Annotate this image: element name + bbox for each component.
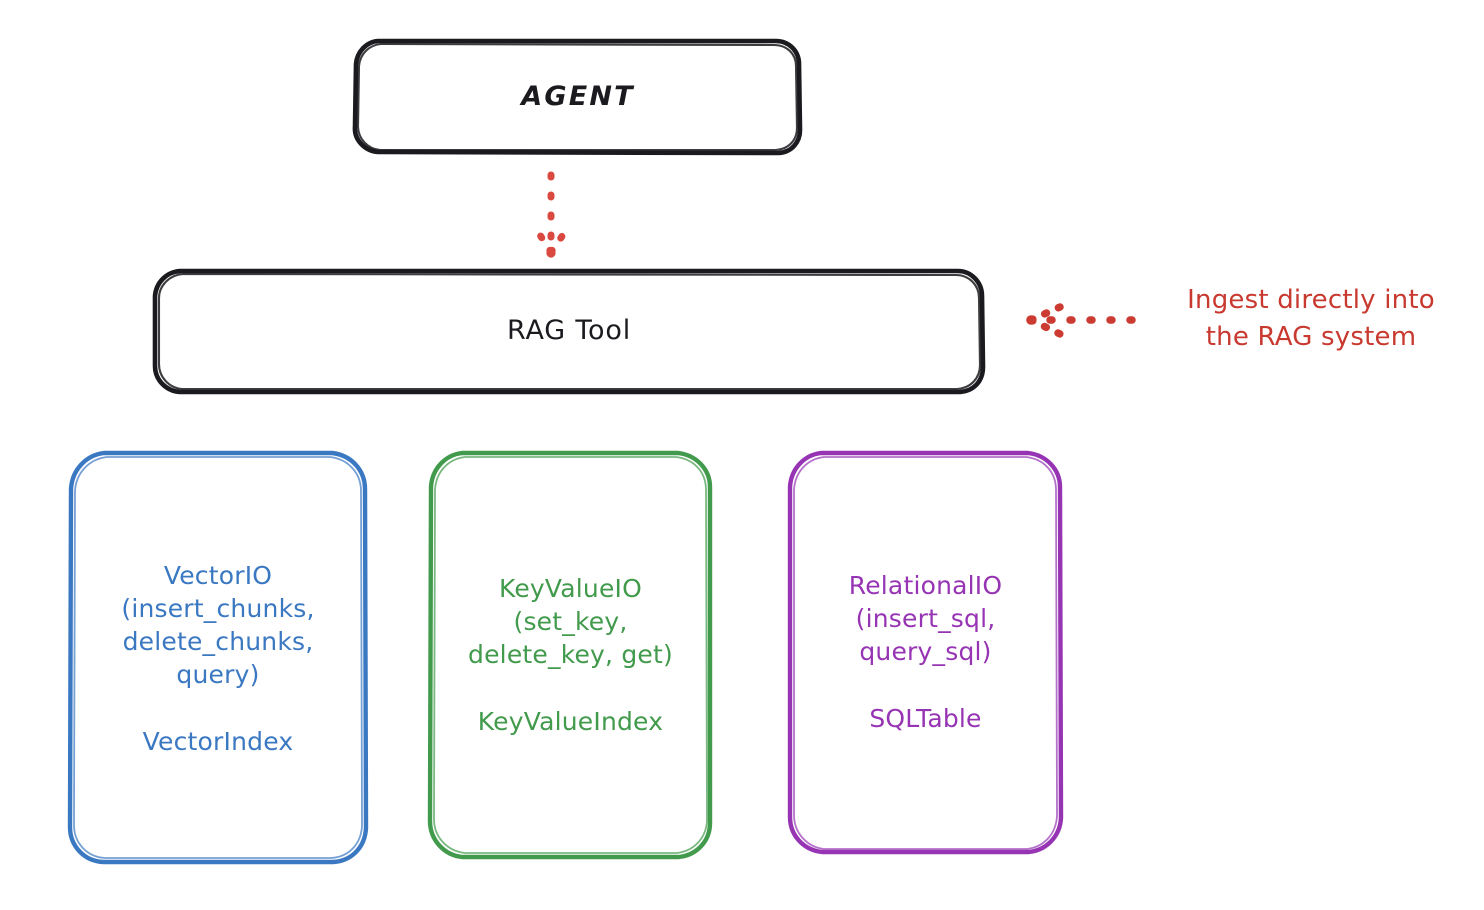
key-value-io-index-text: KeyValueIndex bbox=[477, 706, 664, 736]
vector-io-index-text: VectorIndex bbox=[142, 726, 294, 756]
ingest-note-arrow bbox=[1026, 303, 1136, 338]
rag-tool-node-label: RAG Tool bbox=[506, 315, 631, 347]
vector-io-api-text: VectorIO (insert_chunks, delete_chunks, … bbox=[121, 560, 315, 689]
key-value-io-node-label: KeyValueIO (set_key, delete_key, get) Ke… bbox=[430, 452, 711, 857]
agent-node-label: AGENT bbox=[521, 80, 635, 112]
ingest-annotation-text: Ingest directly into the RAG system bbox=[1187, 285, 1435, 352]
relational-io-api-text: RelationalIO (insert_sql, query_sql) bbox=[848, 571, 1003, 666]
key-value-io-api-text: KeyValueIO (set_key, delete_key, get) bbox=[468, 573, 673, 669]
vector-io-node-label: VectorIO (insert_chunks, delete_chunks, … bbox=[70, 452, 366, 864]
agent-to-rag-arrow bbox=[534, 171, 569, 258]
relational-io-index-text: SQLTable bbox=[869, 704, 982, 733]
relational-io-node-label: RelationalIO (insert_sql, query_sql) SQL… bbox=[790, 452, 1061, 852]
